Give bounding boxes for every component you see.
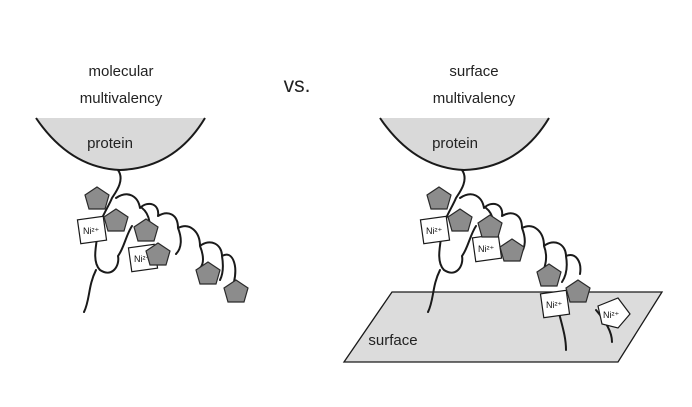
left-pentagon-6 (223, 279, 249, 303)
right-pentagon-1 (426, 186, 452, 210)
left-pentagon-2 (103, 208, 129, 232)
right-ni-label-2: Ni²⁺ (478, 244, 494, 254)
right-pentagon-2 (447, 208, 473, 232)
right-ni-box-4 (597, 297, 631, 329)
left-protein-shape (35, 117, 206, 172)
right-pentagon-4 (499, 238, 525, 262)
right-panel: surface protein Ni²⁺ Ni²⁺ Ni²⁺ Ni²⁺ (342, 117, 664, 363)
left-ni-label-2: Ni²⁺ (134, 254, 150, 264)
left-title-line2: multivalency (80, 90, 163, 107)
right-title-line2: multivalency (433, 90, 516, 107)
right-ni-label-3: Ni²⁺ (546, 300, 562, 310)
left-pentagon-4 (145, 242, 171, 266)
left-panel: protein Ni²⁺ Ni²⁺ (35, 117, 249, 313)
left-protein-label: protein (87, 135, 133, 152)
surface-label: surface (368, 332, 417, 349)
vs-label: vs. (284, 74, 311, 97)
left-pentagon-1 (84, 186, 110, 210)
right-pentagon-5 (536, 263, 562, 287)
left-linker-chain (83, 169, 237, 313)
left-title-line1: molecular (88, 63, 153, 80)
right-pentagon-3 (477, 214, 503, 238)
left-pentagon-5 (195, 261, 221, 285)
right-protein-shape (379, 117, 550, 172)
right-pentagon-6 (565, 279, 591, 303)
right-ni-box-3 (539, 289, 571, 319)
right-ni-label-1: Ni²⁺ (426, 226, 442, 236)
right-ni-label-4: Ni²⁺ (603, 310, 619, 320)
left-pentagon-3 (133, 218, 159, 242)
right-ni-box-1 (419, 215, 451, 245)
left-ni-label-1: Ni²⁺ (83, 226, 99, 236)
right-title-line1: surface (449, 63, 498, 80)
left-ni-box-1 (76, 215, 108, 245)
right-protein-label: protein (432, 135, 478, 152)
